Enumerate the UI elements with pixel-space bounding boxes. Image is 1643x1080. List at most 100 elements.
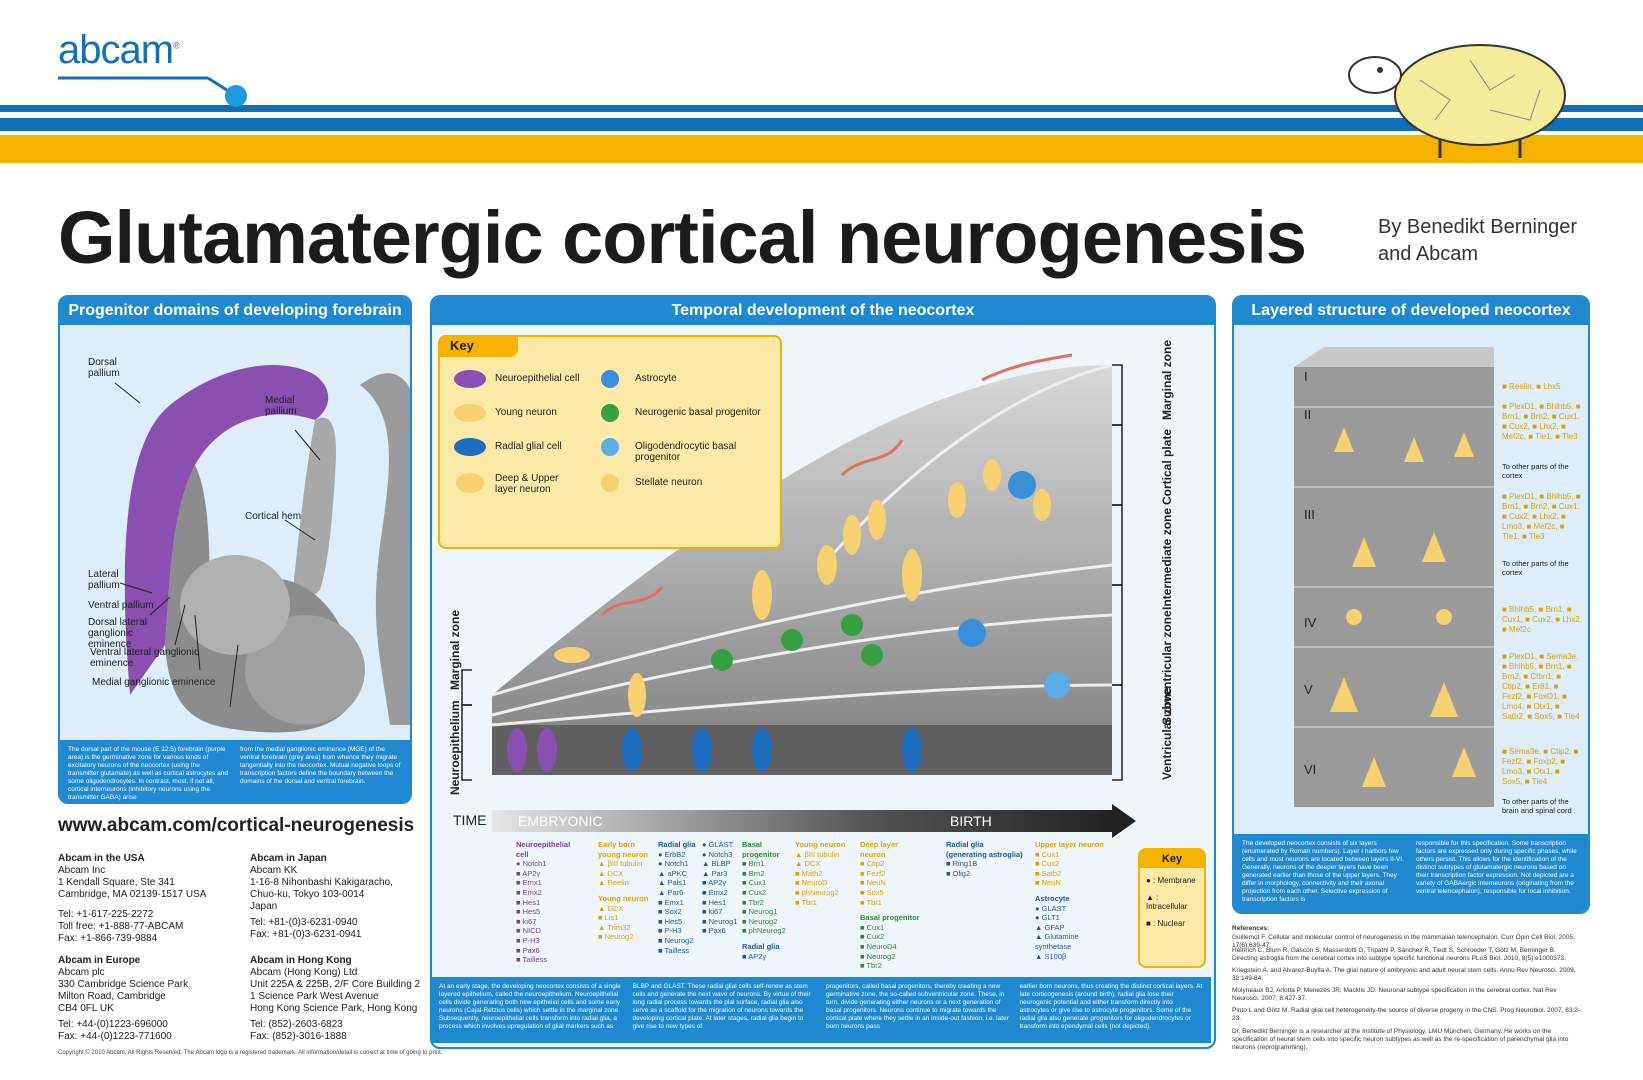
right-panel-caption: The developed neocortex consists of six … — [1234, 834, 1588, 912]
marker-item: ● Notch3 — [702, 849, 733, 859]
marker-item: ▲ Pals1 — [658, 878, 687, 888]
right-panel: Layered structure of developed neocortex… — [1232, 295, 1590, 914]
marker-item: ■ Ring1B — [946, 859, 978, 869]
marker-item: ■ Hes1 — [516, 897, 541, 907]
office-line: Fax: +81-(0)3-6231-0941 — [250, 929, 362, 940]
office-line: Milton Road, Cambridge — [58, 991, 166, 1002]
marker-item: ■ Neurog1 — [742, 907, 778, 917]
marker-item: ■ Neurog2 — [658, 935, 694, 945]
label-mge: Medial ganglionic eminence — [92, 677, 216, 688]
markers-radial-glia: Radial glia ● ErbB2 ● Notch1 ▲ aPKC ▲ Pa… — [658, 840, 700, 955]
forebrain-diagram — [114, 365, 410, 733]
marker-heading: Radial glia (generating astroglia) — [946, 840, 1023, 859]
marker-subheading: Radial glia — [742, 941, 780, 951]
sheep-illustration-icon — [1348, 44, 1566, 158]
logo-swoosh-icon — [58, 76, 247, 107]
byline: By Benedikt Berninger and Abcam — [1378, 216, 1578, 265]
center-panel-caption: At an early stage, the developing neocor… — [431, 977, 1211, 1043]
marker-item: ■ Cux2 — [742, 887, 767, 897]
marker-item: ● GLAST — [702, 840, 734, 849]
key-radial-glial-cell: Radial glial cell — [495, 441, 562, 452]
markers-layer-VI: ■ Sema3e, ■ Ctip2, ■ Fezf2, ■ Foxp2, ■ L… — [1502, 747, 1579, 786]
markers-basal-progenitor: Basal progenitor ■ Brn1 ■ Brn2 ■ Cux1 ■ … — [742, 840, 792, 961]
abcam-logo[interactable]: abcam® — [58, 28, 180, 72]
marker-item: ▲ DCX — [795, 859, 821, 869]
markers-layer-III: ■ PlexD1, ■ Bhlhb5, ■ Brn1, ■ Brn2, ■ Cu… — [1502, 492, 1581, 541]
office-heading: Abcam in Japan — [250, 853, 327, 864]
marker-item: ■ AP2γ — [702, 878, 727, 888]
marker-item: ▲ βIII tubulin — [795, 849, 840, 859]
marker-item: ■ Cux1 — [860, 922, 885, 932]
label-other-cortex-1: To other parts of the cortex — [1502, 462, 1569, 480]
marker-item: ■ Cux1 — [1035, 849, 1060, 859]
office-europe: Abcam in Europe Abcam plc 330 Cambridge … — [58, 955, 188, 1043]
label-medial-pallium: Medial pallium — [265, 395, 297, 417]
center-caption-col3: progenitors, called basal progenitors, t… — [826, 983, 1009, 1030]
zone-intermediate: Intermediate zone — [1160, 507, 1174, 610]
markers-layer-V: ■ PlexD1, ■ Sema3e, ■ Bhlhb5, ■ Brn1, ■ … — [1502, 652, 1580, 721]
timeline-arrow-icon — [1112, 804, 1136, 838]
key-title: Key — [438, 335, 518, 357]
references-heading: References: — [1232, 925, 1270, 932]
office-line: Japan — [250, 901, 278, 912]
markers-layer-I: ■ Reelin, ■ Lhx5 — [1502, 382, 1561, 391]
marker-item: ▲ Trim32 — [598, 922, 631, 932]
marker-item: ■ Tbr1 — [795, 897, 817, 907]
markers-radial-glia-astroglia: Radial glia (generating astroglia) ■ Rin… — [946, 840, 1026, 878]
marker-item: ■ Math2 — [795, 868, 823, 878]
label-cortical-hem: Cortical hem — [245, 511, 302, 522]
marker-heading: Upper layer neuron — [1035, 840, 1104, 849]
markers-early-young-neuron: Early born young neuron ▲ βIII tubulin ▲… — [598, 840, 656, 942]
marker-item: ● Notch1 — [658, 859, 689, 869]
key-deep-upper-neuron: Deep & Upper layer neuron — [495, 473, 559, 495]
reference-item: Heinrich C, Blum R, Gascón S, Masserdott… — [1232, 947, 1566, 962]
marker-heading: Radial glia — [658, 840, 696, 849]
right-caption-col1: The developed neocortex consists of six … — [1242, 840, 1404, 903]
marker-item: ■ Emx2 — [516, 887, 542, 897]
marker-item: ■ Tbr2 — [742, 897, 764, 907]
reference-item: Kriegstein A, and Alvarez-Buylla A. The … — [1232, 967, 1576, 982]
legend-intracellular: ▲ : Intracellular — [1146, 893, 1188, 911]
marker-item: ■ Lis1 — [598, 913, 619, 923]
office-line: 1-16-8 Nihonbashi Kakigaracho, — [250, 877, 393, 888]
markers-layer-IV: ■ Bhlhb5, ■ Brn1, ■ Cux1, ■ Cux2, ■ Lhx2… — [1502, 605, 1582, 634]
website-link[interactable]: www.abcam.com/cortical-neurogenesis — [58, 815, 415, 836]
legend-title: Key — [1140, 850, 1204, 868]
marker-item: ▲ DCX — [598, 868, 624, 878]
key-cell-icons-2 — [601, 370, 619, 492]
office-usa: Abcam in the USA Abcam Inc 1 Kendall Squ… — [58, 853, 206, 945]
marker-item: ▲ S100β — [1035, 951, 1067, 961]
left-panel-title: Progenitor domains of developing forebra… — [60, 297, 410, 325]
marker-item: ■ Fezf2 — [860, 868, 886, 878]
marker-item: ▲ DCX — [598, 903, 624, 913]
header-yellow-band — [0, 135, 1643, 163]
marker-heading: Early born young neuron — [598, 840, 648, 859]
layer-III: III — [1304, 507, 1315, 522]
label-dlge: Dorsal lateral ganglionic eminence — [88, 617, 147, 650]
marker-item: ■ Olig2 — [946, 868, 971, 878]
marker-subheading: Basal progenitor — [860, 913, 920, 923]
timeline-embryonic: EMBRYONIC — [518, 813, 603, 829]
office-line: Chuo-ku, Tokyo 103-0014 — [250, 889, 365, 900]
marker-item: ■ P-H3 — [516, 935, 540, 945]
center-panel-title: Temporal development of the neocortex — [432, 297, 1214, 325]
marker-subheading: Astrocyte — [1035, 893, 1070, 903]
zone-marginal: Marginal zone — [1160, 339, 1174, 420]
reference-item: Guillemot F. Cellular and molecular cont… — [1232, 934, 1575, 949]
marker-item: ■ Cux2 — [1035, 859, 1060, 869]
marker-item: ■ NICD — [516, 926, 541, 936]
marker-item: ● Notch1 — [516, 859, 547, 869]
office-line: Abcam (Hong Kong) Ltd — [250, 967, 358, 978]
label-lateral-pallium: Lateral pallium — [88, 569, 120, 591]
left-panel-caption: The dorsal part of the mouse (E 12.5) fo… — [60, 740, 410, 802]
marker-subheading: Young neuron — [598, 893, 649, 903]
marker-item: ■ NeuroD4 — [860, 941, 897, 951]
markers-deep-layer: Deep layer neuron ■ Ctip2 ■ Fezf2 ■ NeuN… — [860, 840, 920, 971]
marker-heading: Deep layer neuron — [860, 840, 898, 859]
left-caption-col1: The dorsal part of the mouse (E 12.5) fo… — [68, 746, 229, 801]
reference-author-note: Dr. Benedikt Berninger is a researcher a… — [1232, 1028, 1569, 1051]
office-line: 330 Cambridge Science Park — [58, 979, 189, 990]
marker-item: ▲ Reelin — [598, 878, 629, 888]
layer-V: V — [1304, 682, 1313, 697]
marker-item: ● GLAST — [1035, 903, 1067, 913]
